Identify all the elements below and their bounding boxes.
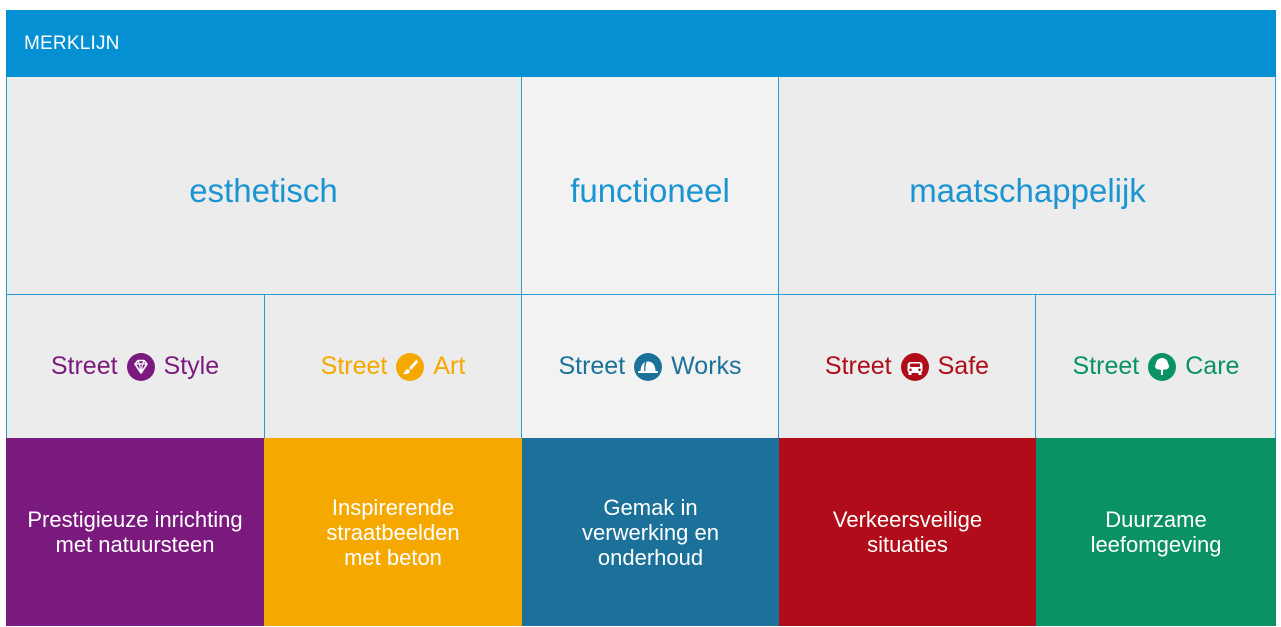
- description-text: Verkeersveilige situaties: [832, 507, 983, 557]
- description-art: Inspirerende straatbeelden met beton: [264, 438, 522, 626]
- paintbrush-icon: [396, 352, 425, 381]
- brand-name: Care: [1185, 352, 1240, 380]
- brand-street-style: Street Style: [6, 295, 264, 438]
- description-care: Duurzame leefomgeving: [1036, 438, 1276, 626]
- header-title: MERKLIJN: [24, 32, 120, 54]
- grid-line: [1275, 77, 1276, 438]
- category-label: maatschappelijk: [909, 171, 1146, 209]
- tree-icon: [1148, 352, 1177, 381]
- category-functioneel: functioneel: [522, 77, 778, 304]
- brand-name: Safe: [937, 352, 990, 380]
- brand-name: Works: [671, 352, 742, 380]
- description-text: Gemak in verwerking en onderhoud: [582, 494, 719, 570]
- category-esthetisch: esthetisch: [6, 77, 521, 304]
- grid-line: [6, 77, 7, 438]
- brand-name: Art: [433, 352, 466, 380]
- description-text: Duurzame leefomgeving: [1090, 507, 1222, 557]
- brand-street-care: Street Care: [1036, 295, 1276, 438]
- description-safe: Verkeersveilige situaties: [779, 438, 1036, 626]
- hardhat-icon: [634, 352, 663, 381]
- diamond-icon: [126, 352, 155, 381]
- header-bar: MERKLIJN: [6, 10, 1276, 77]
- description-style: Prestigieuze inrichting met natuursteen: [6, 438, 264, 626]
- grid-line: [6, 294, 1276, 295]
- brand-prefix: Street: [558, 352, 626, 380]
- description-text: Inspirerende straatbeelden met beton: [326, 494, 460, 570]
- brand-street-art: Street Art: [265, 295, 521, 438]
- merklijn-diagram: MERKLIJN esthetisch functioneel maatscha…: [6, 10, 1276, 626]
- category-label: functioneel: [570, 171, 730, 209]
- category-maatschappelijk: maatschappelijk: [779, 77, 1276, 304]
- brand-name: Style: [163, 352, 220, 380]
- grid-line: [264, 295, 265, 438]
- brand-street-works: Street Works: [522, 295, 778, 438]
- car-icon: [900, 352, 929, 381]
- brand-street-safe: Street Safe: [779, 295, 1035, 438]
- grid-line: [778, 77, 779, 438]
- description-works: Gemak in verwerking en onderhoud: [522, 438, 779, 626]
- brand-prefix: Street: [824, 352, 892, 380]
- grid-line: [1035, 295, 1036, 438]
- grid-line: [521, 77, 522, 438]
- brand-prefix: Street: [50, 352, 118, 380]
- brand-prefix: Street: [320, 352, 388, 380]
- brand-prefix: Street: [1072, 352, 1140, 380]
- category-label: esthetisch: [189, 171, 338, 209]
- description-text: Prestigieuze inrichting met natuursteen: [27, 507, 243, 557]
